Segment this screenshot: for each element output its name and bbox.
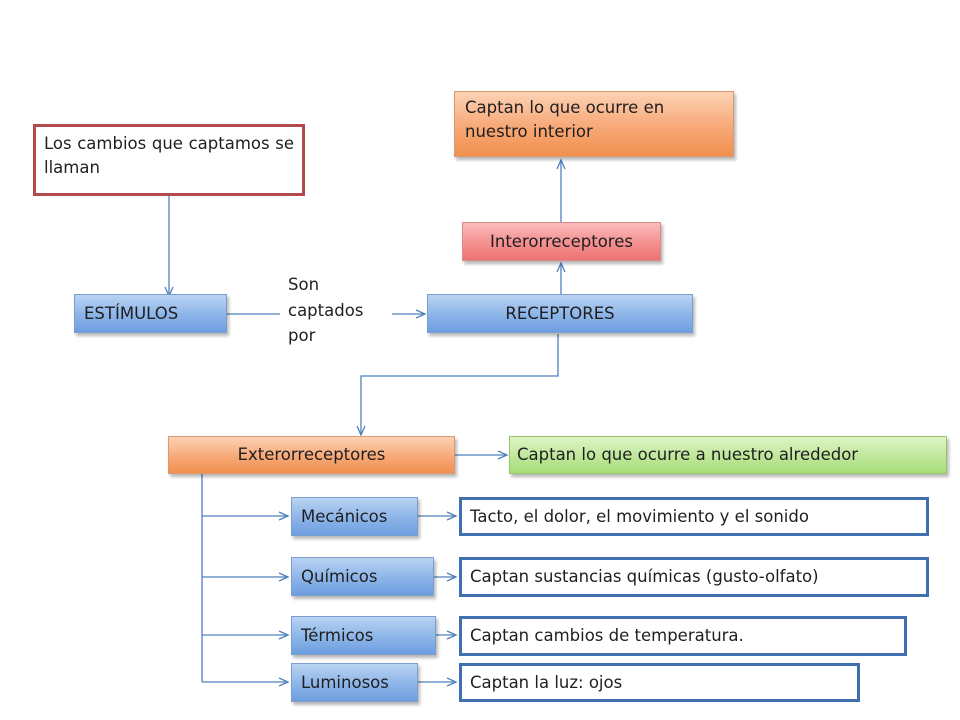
quimicos-desc: Captan sustancias químicas (gusto-olfato… — [459, 557, 929, 597]
exterorreceptores-label: Exterorreceptores — [237, 445, 386, 465]
mecanicos-desc: Tacto, el dolor, el movimiento y el soni… — [459, 497, 929, 536]
son-captados-line-2: captados — [288, 300, 364, 320]
termicos-box: Térmicos — [291, 616, 436, 655]
quimicos-label: Químicos — [301, 566, 378, 586]
exterorreceptores-box: Exterorreceptores — [168, 436, 455, 474]
alrededor-note-text: Captan lo que ocurre a nuestro alrededor — [517, 445, 859, 465]
quimicos-desc-text: Captan sustancias químicas (gusto-olfato… — [470, 567, 819, 587]
luminosos-desc: Captan la luz: ojos — [459, 663, 860, 702]
luminosos-desc-text: Captan la luz: ojos — [470, 672, 623, 692]
termicos-label: Térmicos — [301, 625, 374, 645]
son-captados-por-text: Son captados por — [288, 272, 363, 349]
son-captados-line-1: Son — [288, 275, 320, 294]
mecanicos-desc-text: Tacto, el dolor, el movimiento y el soni… — [470, 506, 809, 526]
mecanicos-label: Mecánicos — [301, 506, 388, 526]
interorreceptores-label: Interorreceptores — [490, 231, 633, 251]
mecanicos-box: Mecánicos — [291, 497, 418, 536]
quimicos-box: Químicos — [291, 557, 434, 596]
receptores-label: RECEPTORES — [505, 303, 615, 323]
interior-note-text: Captan lo que ocurre en nuestro interior — [465, 98, 665, 141]
interorreceptores-box: Interorreceptores — [462, 222, 661, 261]
termicos-desc: Captan cambios de temperatura. — [459, 616, 907, 656]
estimulos-box: ESTÍMULOS — [74, 294, 227, 333]
termicos-desc-text: Captan cambios de temperatura. — [470, 626, 744, 646]
son-captados-line-3: por — [288, 326, 316, 346]
cambios-note-text: Los cambios que captamos se llaman — [44, 134, 294, 177]
estimulos-label: ESTÍMULOS — [84, 303, 179, 323]
arrow-receptores-to-exterorreceptores — [356, 334, 559, 437]
receptores-box: RECEPTORES — [427, 294, 693, 333]
luminosos-label: Luminosos — [301, 672, 389, 692]
cambios-note: Los cambios que captamos se llaman — [33, 124, 305, 196]
luminosos-box: Luminosos — [291, 663, 418, 702]
interior-note: Captan lo que ocurre en nuestro interior — [454, 91, 734, 157]
alrededor-note: Captan lo que ocurre a nuestro alrededor — [509, 436, 947, 474]
